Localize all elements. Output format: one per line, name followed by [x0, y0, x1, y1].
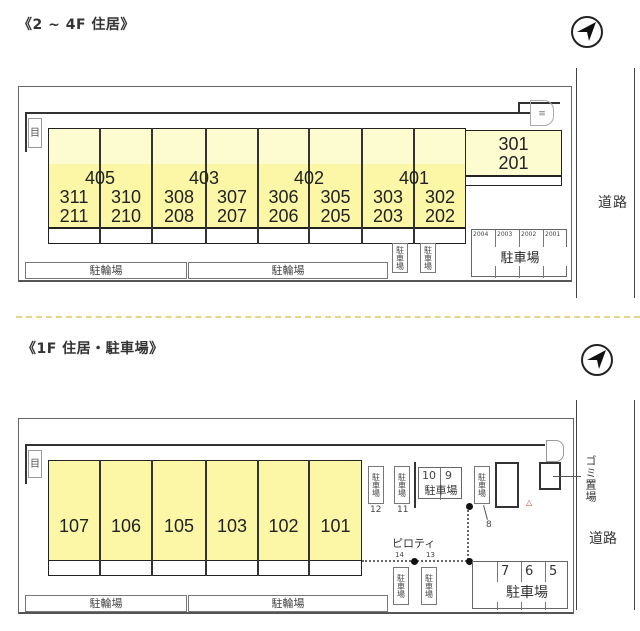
unit-106[interactable]: 106: [110, 516, 142, 536]
parking-space-8[interactable]: 駐車場: [474, 466, 490, 504]
lower-plan-title: 《1F 住居・駐車場》: [22, 341, 164, 357]
column-dot: [466, 558, 473, 565]
lower-bike-parking-2: 駐輪場: [188, 595, 388, 612]
upper-parking-lot-label: 駐車場: [472, 247, 568, 266]
parking-12-number: 12: [370, 505, 382, 515]
parking-14-number: 14: [395, 551, 404, 559]
lower-stairs-left-icon: 目: [28, 450, 42, 478]
compass-north-icon-lower: [581, 344, 613, 376]
road-edge-right-lower: [634, 400, 635, 610]
column-dot: [466, 503, 473, 510]
parking-space-14[interactable]: 駐車場: [393, 567, 409, 605]
upper-stairs-left-icon: 目: [28, 118, 42, 148]
garbage-area-label: ゴミ置場: [584, 455, 597, 503]
parking-space-2003[interactable]: 2003: [497, 231, 513, 238]
upper-stairs-right-icon: ≡: [530, 100, 554, 126]
unit-401-label: 401: [398, 168, 430, 188]
lower-unit-block: 107 106 105 103 102 101: [48, 460, 362, 576]
parking-space-2002[interactable]: 2002: [521, 231, 537, 238]
garbage-leader-line: [553, 476, 581, 477]
upper-site-boundary: [18, 86, 572, 282]
lower-site-boundary: [18, 418, 574, 614]
road-edge-left: [576, 68, 577, 298]
parking-space-12[interactable]: 駐車場: [368, 466, 384, 504]
unit-105[interactable]: 105: [163, 516, 195, 536]
building-core: [495, 462, 519, 508]
parking-8-number: 8: [486, 520, 492, 530]
stairs-icon-lower: [546, 440, 564, 462]
unit-103[interactable]: 103: [216, 516, 248, 536]
section-separator: [16, 316, 640, 318]
parking-13-number: 13: [426, 551, 435, 559]
road-edge-right: [634, 68, 635, 298]
lower-parking-lot: 7 6 5 駐車場: [472, 561, 568, 610]
parking-space-11[interactable]: 駐車場: [394, 466, 410, 504]
upper-plan-title: 《2 ~ 4F 住居》: [18, 17, 135, 33]
piloti-dotted-line-vertical: [467, 506, 469, 560]
parking-11-number: 11: [397, 505, 409, 515]
upper-bike-parking-1: 駐輪場: [25, 262, 187, 279]
lower-parking-lot-label: 駐車場: [497, 582, 557, 602]
piloti-label: ピロティ: [392, 537, 436, 550]
entrance-marker-icon: △: [526, 498, 533, 507]
unit-301-balcony: [466, 176, 562, 186]
unit-101[interactable]: 101: [320, 516, 351, 536]
road-edge-left-lower: [576, 400, 577, 610]
parking-space-2001[interactable]: 2001: [545, 231, 561, 238]
upper-bike-parking-2: 駐輪場: [188, 262, 388, 279]
upper-parking-lot: 2004 2003 2002 2001 駐車場: [471, 229, 568, 278]
upper-small-parking-1: 駐車場: [392, 243, 408, 273]
parking-space-6[interactable]: 6: [525, 564, 534, 579]
upper-road-label: 道路: [598, 195, 628, 211]
unit-405-label: 405: [84, 168, 116, 188]
parking-space-7[interactable]: 7: [501, 564, 510, 579]
parking-space-5[interactable]: 5: [549, 564, 558, 579]
unit-402-label: 402: [293, 168, 325, 188]
compass-north-icon: [571, 16, 603, 48]
upper-corridor: [25, 112, 530, 152]
parking-space-2004[interactable]: 2004: [473, 231, 489, 238]
parking-space-13[interactable]: 駐車場: [421, 567, 437, 605]
unit-403-label: 403: [188, 168, 220, 188]
unit-102[interactable]: 102: [268, 516, 299, 536]
column-dot: [411, 558, 418, 565]
parking-space-10-9[interactable]: 10 9 駐車場: [418, 467, 462, 500]
lower-bike-parking-1: 駐輪場: [25, 595, 187, 612]
wall-segment: [414, 462, 416, 508]
lower-road-label: 道路: [589, 531, 617, 547]
unit-107[interactable]: 107: [58, 516, 90, 536]
upper-small-parking-2: 駐車場: [420, 243, 436, 273]
lower-corridor: [25, 444, 545, 484]
